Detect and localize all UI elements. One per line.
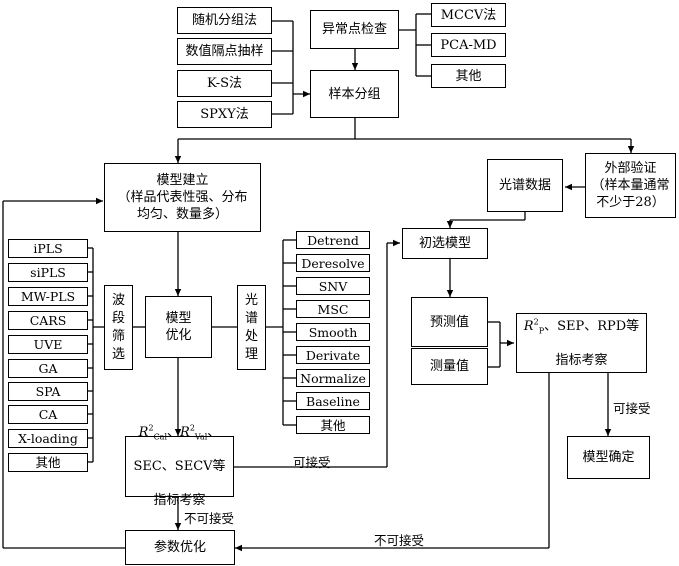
calibration-metrics-line1: R2Cal、R2Val、 [138, 423, 221, 442]
grouping-method-spxy: SPXY法 [177, 101, 272, 128]
band-method-ipls: iPLS [8, 239, 88, 258]
spec-method-derivate: Derivate [296, 346, 370, 364]
model-optimize-box: 模型 优化 [145, 296, 212, 358]
reject-label-2: 不可接受 [374, 533, 425, 548]
band-method-ga: GA [8, 359, 88, 378]
spec-method-detrend: Detrend [296, 231, 370, 249]
band-method-mwpls: MW-PLS [8, 287, 88, 306]
external-validation-box: 外部验证 （样本量通常 不少于28） [585, 153, 676, 218]
reject-label-1: 不可接受 [184, 511, 235, 526]
outlier-check-box: 异常点检查 [310, 10, 399, 49]
accept-label-1: 可接受 [293, 455, 331, 470]
prediction-metrics-line1: R2P、SEP、RPD等 [523, 317, 640, 336]
spec-method-snv: SNV [296, 277, 370, 295]
calibration-eval-box: R2Cal、R2Val、 SEC、SECV等 指标考察 [125, 424, 234, 508]
outlier-method-other: 其他 [431, 64, 506, 88]
calibration-metrics-line2: SEC、SECV等 [133, 459, 226, 474]
prediction-metrics-line2: 指标考察 [555, 352, 608, 368]
spec-method-baseline: Baseline [296, 392, 370, 410]
spectral-data-box: 光谱数据 [487, 159, 563, 212]
outlier-method-pcamd: PCA-MD [431, 33, 506, 57]
band-method-xloading: X-loading [8, 429, 88, 448]
prediction-eval-box: R2P、SEP、RPD等 指标考察 [516, 313, 647, 373]
initial-model-box: 初选模型 [402, 228, 488, 259]
sample-split-box: 样本分组 [310, 70, 399, 118]
band-method-cars: CARS [8, 311, 88, 330]
band-selection-box: 波 段 筛 选 [104, 285, 133, 370]
model-build-box: 模型建立 （样品代表性强、分布 均匀、数量多） [104, 163, 261, 232]
band-method-spa: SPA [8, 382, 88, 401]
measured-value-box: 测量值 [411, 348, 488, 385]
spec-method-msc: MSC [296, 300, 370, 318]
predicted-value-box: 预测值 [411, 297, 488, 347]
spec-method-other: 其他 [296, 416, 370, 434]
calibration-metrics-line3: 指标考察 [153, 493, 206, 508]
outlier-method-mccv: MCCV法 [431, 3, 506, 27]
grouping-method-ks: K-S法 [177, 70, 272, 97]
band-method-sipls: siPLS [8, 263, 88, 282]
band-method-other: 其他 [8, 453, 88, 472]
grouping-method-interval: 数值隔点抽样 [177, 38, 272, 65]
spec-method-deresolve: Deresolve [296, 254, 370, 272]
param-optimize-box: 参数优化 [125, 530, 235, 565]
band-method-ca: CA [8, 405, 88, 424]
final-model-box: 模型确定 [567, 436, 650, 479]
spectral-processing-box: 光 谱 处 理 [237, 285, 266, 370]
spec-method-normalize: Normalize [296, 369, 370, 387]
accept-label-2: 可接受 [613, 401, 651, 416]
band-method-uve: UVE [8, 335, 88, 354]
grouping-method-random: 随机分组法 [177, 7, 272, 34]
spec-method-smooth: Smooth [296, 323, 370, 341]
